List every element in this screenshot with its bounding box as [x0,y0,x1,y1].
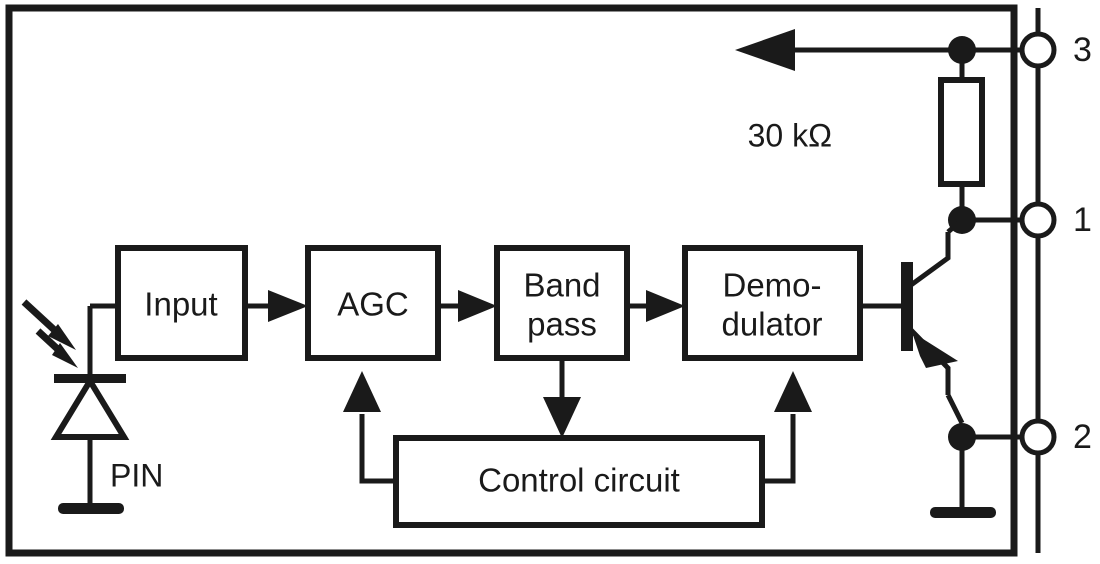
component-label-pin-photodiode: PIN [110,457,163,493]
block-label-demodulator-line1: Demo- [722,267,821,304]
photodiode-triangle-icon [50,375,130,440]
incident-light-arrows-icon [21,299,78,368]
resistor-body [938,77,985,187]
terminal-label-pin1: 1 [1073,201,1092,239]
arrow-line-control-agc [359,414,396,484]
transistor-emitter-join [945,393,965,425]
component-label-resistor: 30 kΩ [748,117,832,153]
block-label-demodulator-line2: dulator [722,306,823,343]
arrow-line-control-demodulator [762,414,796,484]
arrow-head-agc-bandpass-icon [458,290,497,322]
transistor-emitter-arrow-icon [912,332,958,368]
terminal-pin1[interactable] [1019,201,1057,239]
arrow-head-control-agc-icon [343,371,381,412]
arrow-head-bandpass-demodulator-icon [646,290,685,322]
block-input[interactable] [115,245,248,361]
block-label-bandpass-line2: pass [527,306,597,343]
terminal-pin3[interactable] [1019,31,1057,69]
supply-arrow-head-icon [735,29,795,71]
block-label-control-circuit: Control circuit [478,462,680,499]
transistor-base-bar [901,262,913,351]
transistor-collector-lead [909,232,951,288]
ic-package-outline [5,4,1018,557]
arrow-head-control-demodulator-icon [774,371,812,412]
block-label-bandpass-line1: Band [523,267,600,304]
arrow-head-input-agc-icon [268,290,308,322]
block-label-agc: AGC [337,286,409,323]
emitter-ground-bar-icon [930,507,996,518]
terminal-label-pin2: 2 [1073,418,1092,456]
transistor-collector-join [946,218,964,234]
block-label-input: Input [144,286,217,323]
terminal-label-pin3: 3 [1073,31,1092,69]
terminal-pin2[interactable] [1019,418,1057,456]
arrow-head-bandpass-control-icon [543,397,581,438]
junction-dot-pin3 [948,36,976,64]
photodiode-ground-bar-icon [58,503,124,514]
block-demodulator[interactable] [682,245,863,361]
block-agc[interactable] [305,245,441,361]
